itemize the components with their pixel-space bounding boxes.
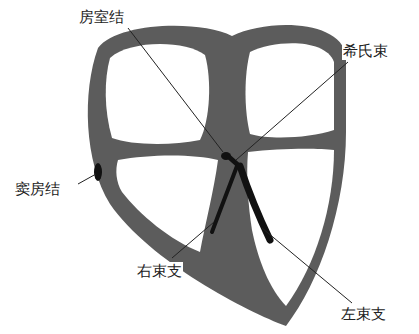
right-bundle-branch xyxy=(212,166,237,232)
leader-line xyxy=(172,222,214,258)
right-ventricle xyxy=(116,156,218,253)
part-label: 窦房结 xyxy=(14,180,61,198)
heart-wall xyxy=(88,25,346,326)
leader-line xyxy=(236,62,348,160)
leader-line xyxy=(262,228,352,303)
left-bundle-branch xyxy=(240,166,270,240)
part-label: 希氏束 xyxy=(342,42,389,60)
part-label: 右束支 xyxy=(136,262,183,280)
right-atrium xyxy=(106,44,209,144)
leader-line xyxy=(78,174,96,184)
part-label: 左束支 xyxy=(340,305,387,323)
left-ventricle xyxy=(247,149,334,306)
part-label: 房室结 xyxy=(78,8,125,26)
leader-line xyxy=(128,28,223,152)
left-atrium xyxy=(246,43,335,137)
sinoatrial-node xyxy=(94,163,102,181)
his-bundle xyxy=(229,157,238,165)
